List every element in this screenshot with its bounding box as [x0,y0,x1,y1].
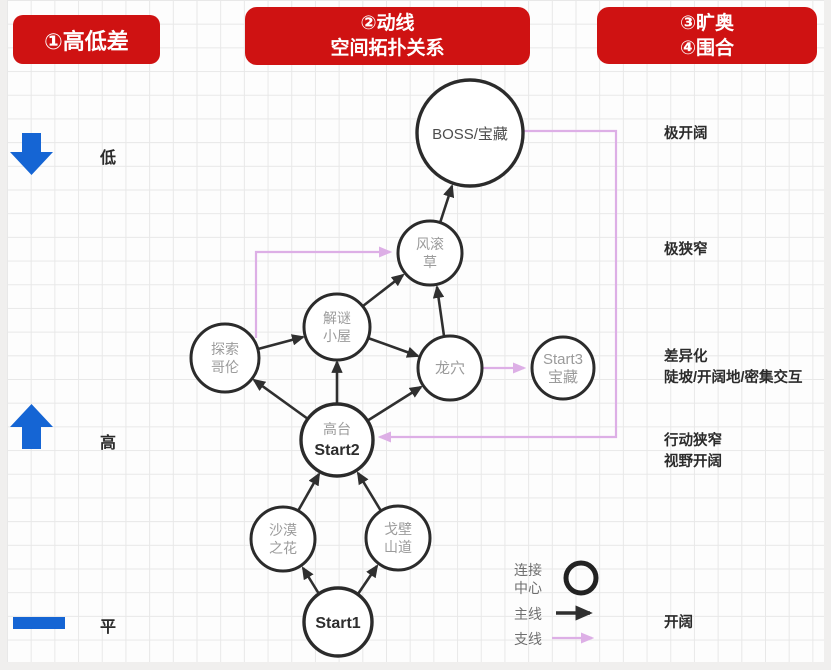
branch-edges [254,129,618,443]
banner-circulation-topology: ②动线 空间拓扑关系 [245,7,530,65]
branch-edge-explore-to-tumbleweed [254,246,393,338]
node-desert-flower[interactable]: 沙漠之花 [249,505,317,573]
edge-gobitrail-start2 [356,471,383,512]
branch-edge-boss-loop-to-start2 [377,129,618,443]
edge-explore-puzzlehut [257,334,306,351]
edge-dragonden-tumbleweed [432,284,446,337]
svg-text:高台: 高台 [323,421,351,437]
svg-text:风滚草: 风滚草 [416,236,444,270]
node-tumbleweed[interactable]: 风滚草 [396,219,464,287]
node-puzzle-hut[interactable]: 解谜小屋 [302,292,372,362]
svg-text:BOSS/宝藏: BOSS/宝藏 [432,126,508,143]
arrow-up-icon [10,404,53,449]
node-platform-start2[interactable]: 高台 Start2 [299,402,375,478]
edge-start1-desertflower [301,566,321,595]
svg-text:龙穴: 龙穴 [435,360,465,377]
label-narrow-action-open-view: 行动狭窄 视野开阔 [664,433,722,470]
svg-text:解谜小屋: 解谜小屋 [323,310,351,344]
legend-branchline: 支线 [514,631,542,647]
node-explore[interactable]: 探索哥伦 [189,322,261,394]
svg-text:探索哥伦: 探索哥伦 [211,341,239,375]
label-open: 开阔 [664,615,693,631]
edge-puzzlehut-dragonden [367,336,420,358]
banner-openness-enclosure: ③旷奥 ④围合 [597,7,817,64]
label-very-narrow: 极狭窄 [664,242,708,258]
node-boss-treasure[interactable]: BOSS/宝藏 [415,78,525,188]
banner-line: ①高低差 [44,28,129,54]
elevation-label-flat: 平 [100,619,117,636]
elevation-label-low: 低 [100,150,117,167]
svg-text:沙漠之花: 沙漠之花 [269,522,297,556]
edge-puzzlehut-tumbleweed [362,273,405,308]
banner-line: ②动线 [360,13,415,34]
edge-desertflower-start2 [296,472,321,512]
edge-start1-gobitrail [356,564,379,595]
label-differentiation: 差异化 陡坡/开阔地/密集交互 [664,349,803,386]
main-edges [252,184,455,595]
legend-mainline: 主线 [514,606,542,622]
edge-start2-explore [252,378,309,421]
grid-canvas [7,0,824,662]
node-dragon-den[interactable]: 龙穴 [416,334,484,402]
legend-connect-center: 连接 中心 [514,562,542,596]
node-gobi-trail[interactable]: 戈壁山道 [364,504,432,572]
banner-height-difference: ①高低差 [13,15,160,64]
edge-tumbleweed-boss [438,184,455,224]
edge-start2-dragonden [366,385,423,423]
label-very-open: 极开阔 [664,126,708,142]
legend-circle-icon [563,560,599,596]
elevation-label-high: 高 [100,435,117,452]
banner-line: 空间拓扑关系 [330,38,445,59]
arrow-down-icon [10,133,53,175]
svg-text:Start1: Start1 [315,615,360,632]
svg-text:Start2: Start2 [314,442,359,459]
svg-text:戈壁山道: 戈壁山道 [384,521,412,555]
node-start1[interactable]: Start1 [302,586,374,658]
flat-bar-icon [13,617,65,629]
banner-line: ③旷奥 [679,12,735,34]
banner-line: ④围合 [679,37,735,59]
